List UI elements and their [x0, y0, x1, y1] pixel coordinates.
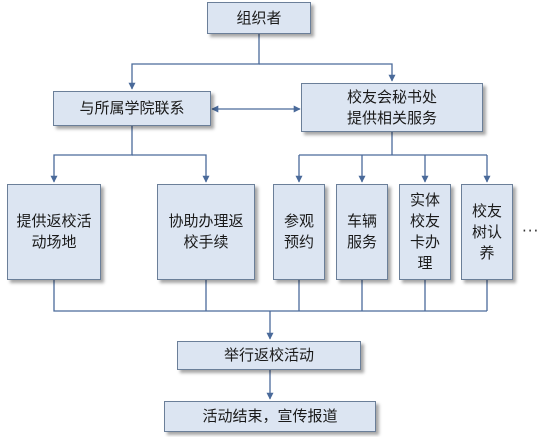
vehicle-service-node: 车辆 服务 [336, 184, 388, 280]
alumni-tree-node: 校友 树认 养 [461, 184, 513, 280]
connector-college-to-assist [132, 154, 210, 183]
alumni-office-node: 校友会秘书处 提供相关服务 [301, 83, 483, 132]
end-publicity-node: 活动结束，宣传报道 [164, 401, 376, 432]
contact-college-node: 与所属学院联系 [53, 91, 211, 126]
connector-merge-bus [53, 280, 487, 312]
assist-procedures-node: 协助办理返 校手续 [157, 184, 255, 280]
connector-organizer-to-office [259, 63, 396, 82]
provide-venue-node: 提供返校活 动场地 [7, 184, 101, 280]
more-indicator: ··· [522, 222, 540, 240]
physical-card-node: 实体 校友 卡办 理 [399, 184, 451, 280]
connector-college-split [50, 126, 133, 183]
organizer-node: 组织者 [207, 2, 311, 34]
visit-booking-node: 参观 预约 [273, 184, 325, 280]
hold-activity-node: 举行返校活动 [177, 341, 361, 370]
connector-organizer-to-college [128, 34, 260, 90]
